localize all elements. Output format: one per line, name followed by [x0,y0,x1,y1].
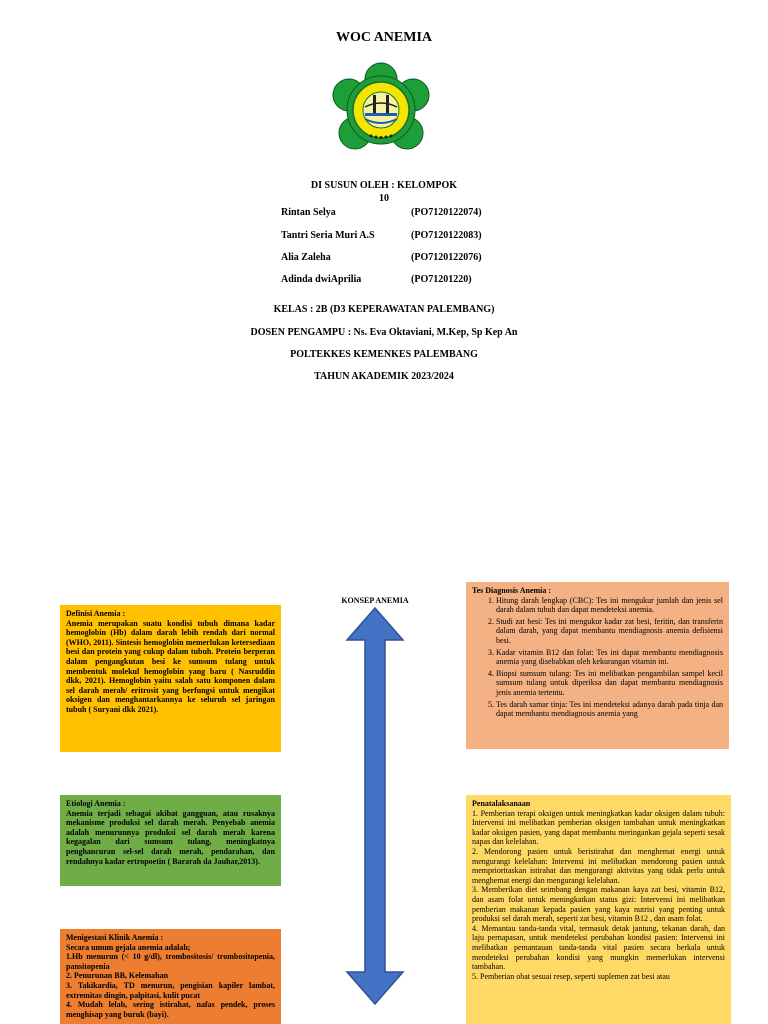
group-number: 10 [379,193,389,204]
concept-label: KONSEP ANEMIA [341,596,409,605]
member-name: Alia Zaleha [281,252,331,263]
definition-box: Definisi Anemia : Anemia merupakan suatu… [60,605,281,752]
manifestation-item: 4. Mudah lelah, sering istirahat, nafas … [66,1000,275,1019]
etiology-text: Anemia terjadi sebagai akibat gangguan, … [66,808,275,866]
member-nim: (PO71201220) [411,274,472,285]
diagnostic-item: Hitung darah lengkap (CBC): Tes ini meng… [496,596,723,615]
manifestation-item: 2. Penurunan BB, Kelemahan [66,971,169,981]
diagnostic-item: Kadar vitamin B12 dan folat: Tes ini dap… [496,648,723,667]
diagnostic-item: Biopsi sumsum tulang: Tes ini melibatkan… [496,669,723,698]
member-nim: (PO7120122074) [411,207,482,218]
document-title: WOC ANEMIA [335,30,433,45]
diagnostic-item: Studi zat besi: Tes ini mengukur kadar z… [496,617,723,646]
manifestation-title: Menigestasi Klinik Anemia : [66,933,164,942]
double-arrow [345,606,405,1006]
manifestation-item: 1.Hb menurun (< 10 g/dl), trombositosis/… [66,952,275,971]
academic-year: TAHUN AKADEMIK 2023/2024 [314,371,454,382]
member-name: Tantri Seria Muri A.S [281,230,375,241]
management-item: 5. Pemberian obat sesuai resep, seperti … [472,971,670,981]
diagnostic-tests-box: Tes Diagnosis Anemia : Hitung darah leng… [466,582,729,749]
byline: DI SUSUN OLEH : KELOMPOK [310,180,458,191]
manifestation-item: 3. Takikardia, TD menurun, pengisian kap… [66,980,275,1000]
etiology-box: Etiologi Anemia : Anemia terjadi sebagai… [60,795,281,886]
management-item: 3. Memberikan diet seimbang dengan makan… [472,885,725,924]
poltekkes-logo [327,61,435,159]
diagnostic-item: Tes darah samar tinja: Tes ini mendeteks… [496,700,723,719]
member-nim: (PO7120122083) [411,230,482,241]
management-item: 2. Mendorong pasien untuk beristirahat d… [472,846,725,885]
definition-text: Anemia merupakan suatu kondisi tubuh dim… [66,618,275,714]
management-box: Penatalaksanaan 1. Pemberian terapi oksi… [466,795,731,1024]
manifestation-intro: Secara umum gejala anemia adalah; [66,942,191,952]
diagnostic-title: Tes Diagnosis Anemia : [472,586,552,595]
institution: POLTEKKES KEMENKES PALEMBANG [290,349,478,360]
member-name: Rintan Selya [281,207,336,218]
member-name: Adinda dwiAprilia [281,274,362,285]
definition-title: Definisi Anemia : [66,609,126,618]
management-item: 4. Memantau tanda-tanda vital, termasuk … [472,923,725,972]
management-title: Penatalaksanaan [472,799,531,808]
management-item: 1. Pemberian terapi oksigen untuk mening… [472,808,725,847]
clinical-manifestation-box: Menigestasi Klinik Anemia : Secara umum … [60,929,281,1024]
class-info: KELAS : 2B (D3 KEPERAWATAN PALEMBANG) [273,304,495,315]
member-nim: (PO7120122076) [411,252,482,263]
lecturer-info: DOSEN PENGAMPU : Ns. Eva Oktaviani, M.Ke… [250,327,518,338]
etiology-title: Etiologi Anemia : [66,799,126,808]
